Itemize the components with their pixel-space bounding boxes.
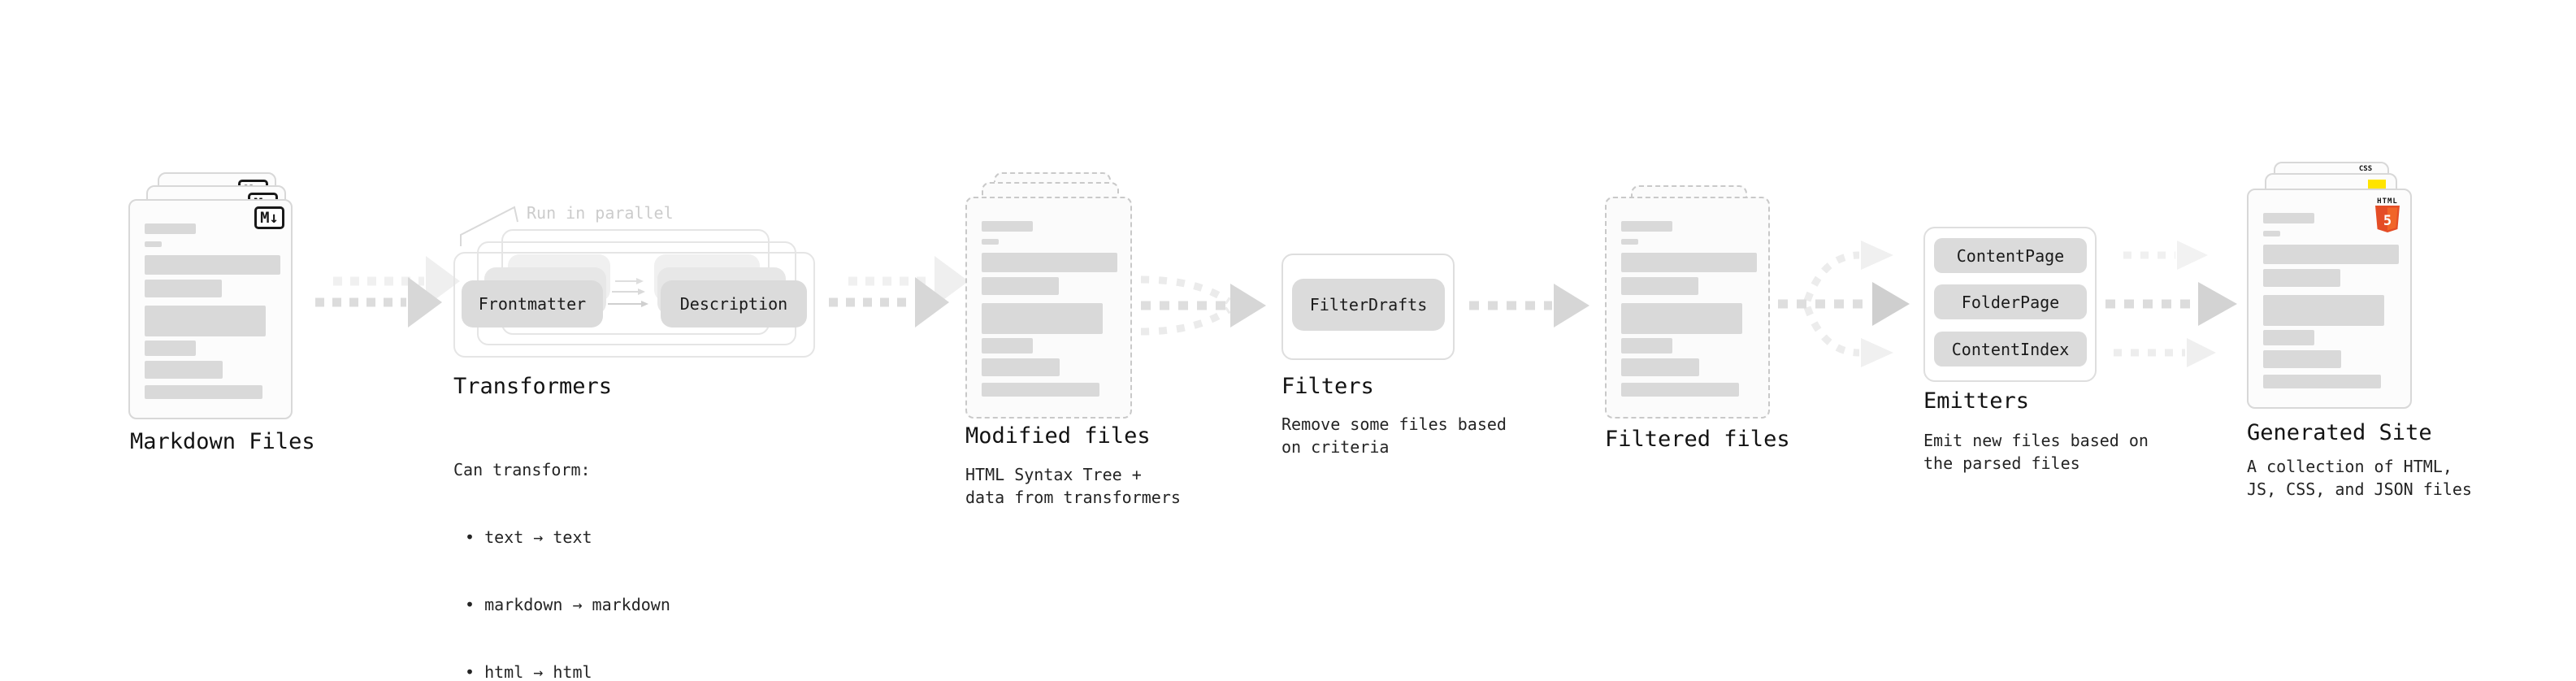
doc-text-bar: [2263, 375, 2381, 388]
run-in-parallel-annotation: Run in parallel: [527, 203, 674, 223]
doc-text-bar: [2263, 213, 2314, 223]
css-icon-text: CSS: [2358, 165, 2373, 173]
doc-text-bar: [982, 383, 1099, 397]
file-card: [965, 197, 1132, 419]
doc-text-bar: [2263, 330, 2314, 345]
doc-text-bar: [982, 338, 1033, 354]
transform-bullet: • html → html: [465, 662, 592, 681]
doc-text-bar: [2263, 350, 2341, 368]
doc-text-bar: [145, 280, 222, 297]
doc-text-bar: [145, 340, 196, 356]
flow-arrow: [315, 277, 442, 327]
node-label: Generated Site: [2247, 420, 2432, 445]
transform-bullet: • markdown → markdown: [465, 595, 670, 614]
node-label: Transformers: [453, 374, 613, 399]
doc-text-bar: [1621, 253, 1757, 272]
doc-text-bar: [1621, 358, 1699, 376]
html5-icon: HTML 5: [2374, 197, 2401, 236]
doc-text-bar: [1621, 303, 1742, 334]
pill-folderpage: FolderPage: [1934, 284, 2087, 319]
doc-text-bar: [145, 241, 162, 247]
arrow-filtered-to-emitters-fanout: [1778, 241, 1910, 367]
doc-text-bar: [982, 277, 1059, 295]
doc-text-bar: [2263, 245, 2399, 264]
arrow-transformers-to-modified: [829, 256, 969, 327]
doc-text-bar: [1621, 338, 1672, 354]
doc-skeleton: [2249, 190, 2410, 388]
arrow-markdown-to-transformers: [315, 256, 460, 327]
doc-text-bar: [1621, 239, 1638, 245]
parallel-transform-arrows: [608, 278, 648, 307]
doc-skeleton: [130, 201, 291, 399]
file-card-html: HTML 5: [2247, 189, 2412, 409]
doc-text-bar: [982, 358, 1060, 376]
html5-shield: 5: [2375, 206, 2400, 232]
node-description: Emit new files based on the parsed files: [1923, 431, 2149, 473]
doc-text-bar: [1621, 221, 1672, 232]
doc-text-bar: [145, 223, 196, 234]
markdown-icon: M↓: [254, 206, 284, 229]
doc-text-bar: [145, 361, 223, 379]
node-label: Filtered files: [1605, 427, 1790, 452]
node-description: Can transform: • text → text • markdown …: [453, 414, 670, 681]
flow-arrow: [829, 277, 949, 327]
doc-text-bar: [982, 239, 999, 245]
doc-text-bar: [145, 306, 266, 336]
doc-text-bar: [982, 303, 1103, 334]
doc-text-bar: [145, 385, 262, 399]
arrow-filters-to-filtered: [1469, 284, 1589, 327]
doc-text-bar: [145, 255, 280, 275]
pill-filterdrafts: FilterDrafts: [1292, 279, 1445, 331]
pill-contentindex: ContentIndex: [1934, 332, 2087, 367]
node-description: Remove some files based on criteria: [1281, 414, 1507, 457]
transform-bullet: • text → text: [465, 527, 592, 547]
doc-text-bar: [2263, 269, 2340, 287]
pill-contentpage: ContentPage: [1934, 238, 2087, 273]
html5-number: 5: [2383, 213, 2392, 229]
can-transform-line: Can transform:: [453, 460, 591, 479]
doc-skeleton: [967, 198, 1130, 397]
doc-text-bar: [982, 221, 1033, 232]
doc-text-bar: [1621, 277, 1698, 295]
doc-text-bar: [2263, 231, 2280, 236]
file-card: [1605, 197, 1770, 419]
annotation-callout-line: [460, 206, 518, 246]
doc-text-bar: [1621, 383, 1739, 397]
node-description: A collection of HTML, JS, CSS, and JSON …: [2247, 457, 2472, 499]
arrows-emitters-to-site: [2105, 241, 2237, 367]
pill-frontmatter: Frontmatter: [462, 280, 603, 327]
transformer-box-front: [453, 252, 815, 358]
doc-skeleton: [1607, 198, 1768, 397]
pill-description: Description: [661, 280, 807, 327]
node-label: Filters: [1281, 374, 1374, 399]
node-label: Modified files: [965, 423, 1151, 449]
html5-icon-label: HTML: [2377, 197, 2398, 206]
file-card: M↓: [128, 199, 293, 419]
node-description: HTML Syntax Tree + data from transformer…: [965, 465, 1181, 507]
arrow-modified-to-filters-merge: [1140, 275, 1266, 336]
doc-text-bar: [2263, 295, 2384, 326]
doc-text-bar: [982, 253, 1117, 272]
node-label: Markdown Files: [130, 429, 315, 454]
node-label: Emitters: [1923, 388, 2030, 414]
